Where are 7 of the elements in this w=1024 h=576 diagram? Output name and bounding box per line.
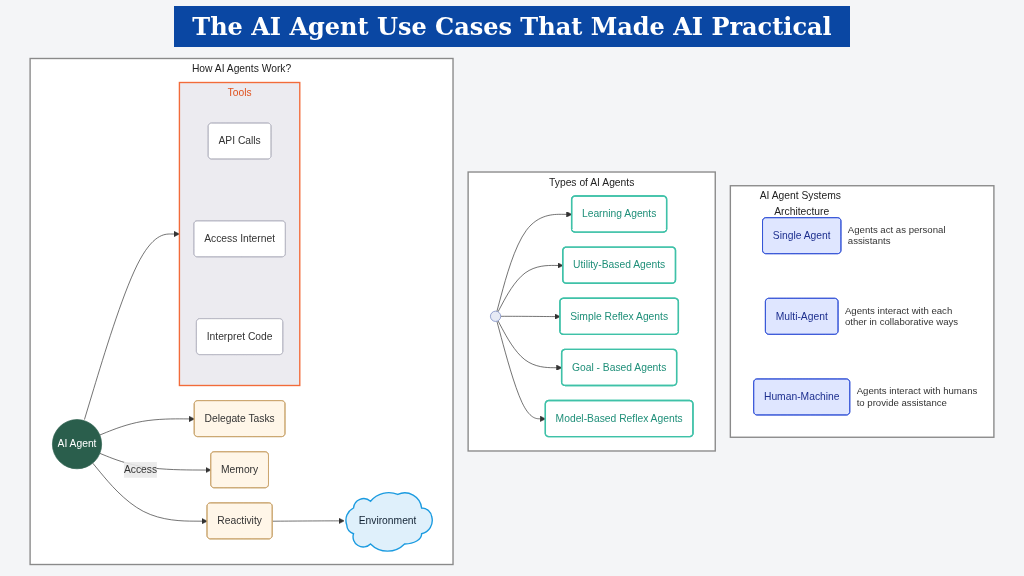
edge-label: Access — [123, 463, 158, 476]
node-circle — [490, 310, 502, 322]
description-text: Agents interact with humans to provide assistance — [856, 385, 979, 409]
title: The AI Agent Use Cases That Made AI Practical — [174, 6, 850, 47]
node-circle: AI Agent — [52, 419, 102, 470]
description-text: Agents interact with each other in collaborative ways — [844, 304, 960, 328]
description-text: Agents act as personal assistants — [847, 224, 947, 248]
